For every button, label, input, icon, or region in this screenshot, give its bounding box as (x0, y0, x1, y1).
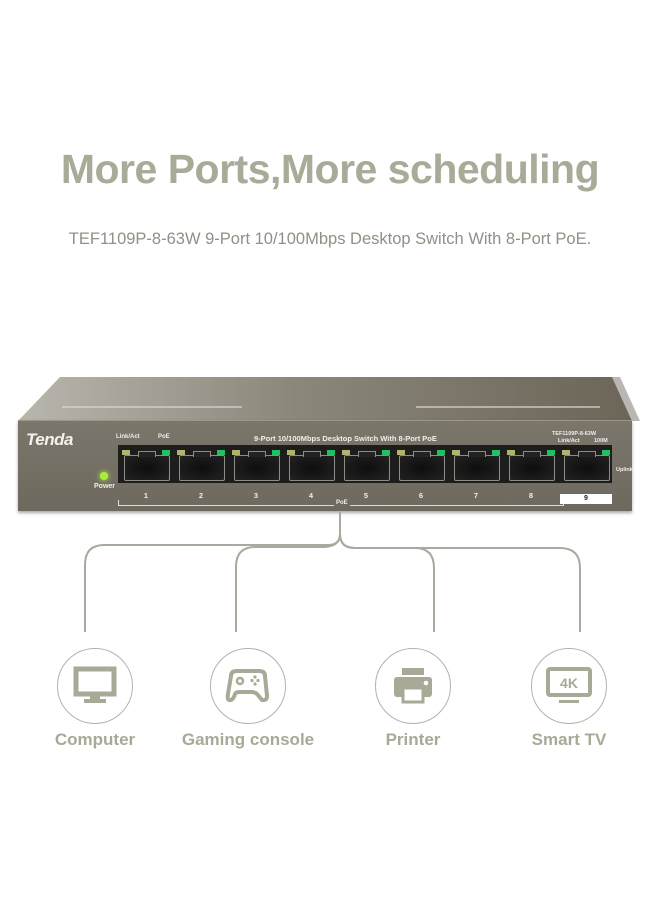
switch-front-panel: Tenda Power Link/Act PoE 9-Port 10/100Mb… (18, 420, 633, 511)
link-led-icon (507, 450, 515, 455)
device-smart-tv: 4K Smart TV (489, 648, 649, 750)
port-strip (118, 445, 612, 483)
rj45-jack-icon (399, 451, 445, 481)
device-circle (375, 648, 451, 724)
poe-led-icon (162, 450, 170, 455)
tv-4k-icon: 4K (546, 667, 592, 703)
product-subtitle: TEF1109P-8-63W 9-Port 10/100Mbps Desktop… (68, 230, 592, 248)
power-label: Power (94, 483, 116, 490)
port-number: 3 (253, 491, 259, 500)
poe-led-icon (547, 450, 555, 455)
power-led-icon (100, 472, 108, 480)
link-led-icon (177, 450, 185, 455)
port-number: 6 (418, 491, 424, 500)
device-label: Computer (54, 730, 136, 749)
rj45-jack-icon (289, 451, 335, 481)
port-number: 1 (143, 491, 149, 500)
port-numbers: 1 2 3 4 5 6 7 8 (118, 491, 612, 503)
device-circle (210, 648, 286, 724)
uplink-label: Uplink (616, 467, 633, 473)
rj45-jack-icon (454, 451, 500, 481)
tv-badge: 4K (560, 675, 578, 691)
ethernet-port-6 (395, 449, 447, 481)
ethernet-port-5 (340, 449, 392, 481)
uplink-speed-label: 100M (594, 438, 608, 444)
uplink-port-number: 9 (560, 494, 612, 504)
ethernet-port-1 (120, 449, 172, 481)
rj45-jack-icon (234, 451, 280, 481)
poe-led-icon (327, 450, 335, 455)
poe-led-icon (437, 450, 445, 455)
device-label: Printer (385, 730, 441, 749)
rj45-jack-icon (124, 451, 170, 481)
poe-led-icon (382, 450, 390, 455)
poe-led-icon (492, 450, 500, 455)
network-switch-image: Tenda Power Link/Act PoE 9-Port 10/100Mb… (18, 377, 640, 511)
printer-icon (394, 668, 432, 704)
link-led-icon (287, 450, 295, 455)
ethernet-port-3 (230, 449, 282, 481)
device-circle (57, 648, 133, 724)
ethernet-port-9-uplink (560, 449, 612, 481)
headline: More Ports,More scheduling (60, 146, 600, 192)
port-number: 2 (198, 491, 204, 500)
brand-logo: Tenda (26, 430, 73, 449)
front-panel-title: 9-Port 10/100Mbps Desktop Switch With 8-… (254, 434, 437, 443)
device-label: Gaming console (181, 730, 315, 749)
link-led-icon (562, 450, 570, 455)
poe-led-icon (272, 450, 280, 455)
link-led-icon (122, 450, 130, 455)
ethernet-port-7 (450, 449, 502, 481)
device-printer: Printer (333, 648, 493, 750)
poe-led-label: PoE (158, 434, 170, 440)
monitor-icon (73, 666, 117, 703)
port-number: 4 (308, 491, 314, 500)
link-led-icon (342, 450, 350, 455)
port-number: 7 (473, 491, 479, 500)
rj45-jack-icon (509, 451, 555, 481)
device-label: Smart TV (531, 730, 607, 749)
model-label: TEF1109P-8-63W (552, 431, 597, 437)
link-led-icon (232, 450, 240, 455)
rj45-jack-icon (344, 451, 390, 481)
speed-led-icon (602, 450, 610, 455)
device-computer: Computer (15, 648, 175, 750)
rj45-jack-icon (179, 451, 225, 481)
gamepad-icon (225, 669, 269, 703)
link-led-icon (452, 450, 460, 455)
link-act-label: Link/Act (116, 434, 140, 440)
port-number: 5 (363, 491, 369, 500)
ethernet-port-4 (285, 449, 337, 481)
poe-group-label: PoE (334, 500, 350, 506)
device-circle: 4K (531, 648, 607, 724)
rj45-jack-icon (564, 451, 610, 481)
device-gaming-console: Gaming console (168, 648, 328, 750)
switch-top-surface (18, 377, 640, 421)
uplink-link-act-label: Link/Act (558, 438, 580, 444)
ethernet-port-8 (505, 449, 557, 481)
poe-led-icon (217, 450, 225, 455)
ethernet-port-2 (175, 449, 227, 481)
port-number: 8 (528, 491, 534, 500)
link-led-icon (397, 450, 405, 455)
